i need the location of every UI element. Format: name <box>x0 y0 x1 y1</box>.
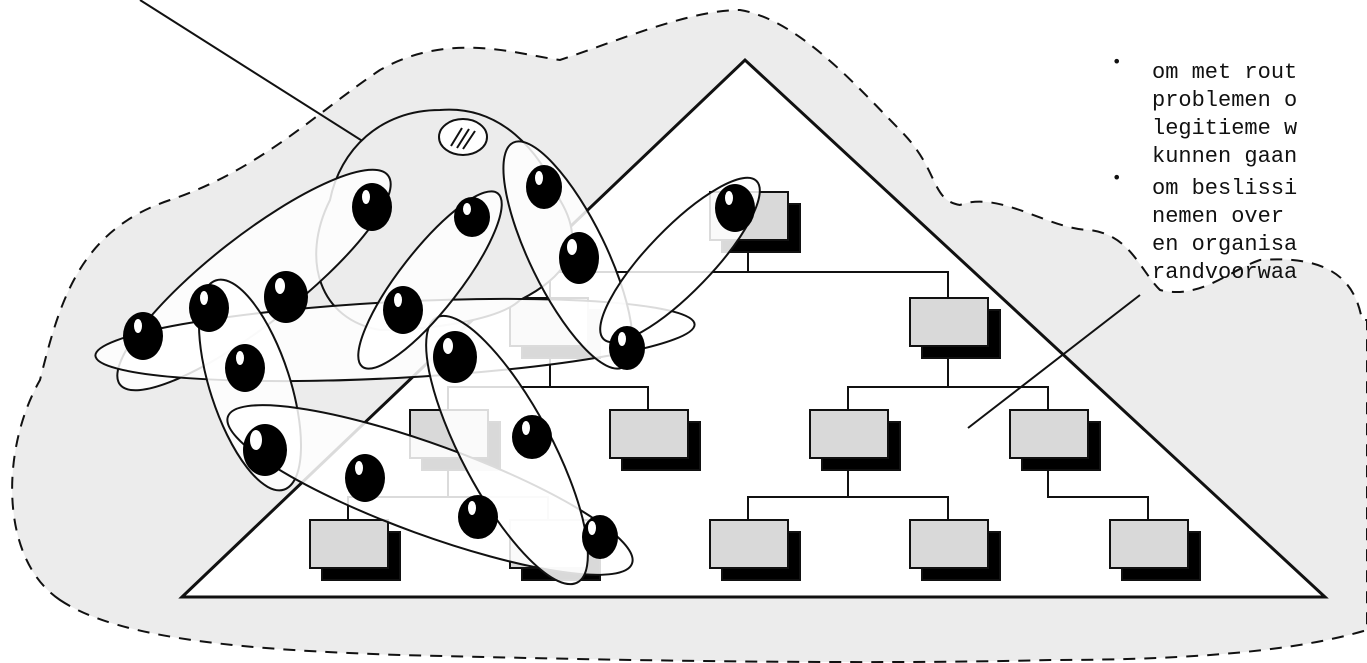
bullet-1-line-3: legitieme w <box>1152 116 1297 141</box>
org-box-l4-3 <box>709 519 801 581</box>
bullet-1-line-4: kunnen gaan <box>1152 144 1297 169</box>
bullet-list: • om met rout problemen o legitieme w ku… <box>1112 52 1297 285</box>
bullet-2-line-3: en organisa <box>1152 232 1297 257</box>
bullet-2-line-1: om beslissi <box>1152 176 1297 201</box>
pointer-line-right <box>967 294 1141 429</box>
org-box-l4-5 <box>1109 519 1201 581</box>
bullet-2-line-2: nemen over <box>1152 204 1284 229</box>
member-nodes <box>123 165 755 559</box>
bullet-glyph-2: • <box>1112 168 1121 187</box>
bullet-glyph-1: • <box>1112 52 1121 71</box>
org-box-l4-4 <box>909 519 1001 581</box>
bullet-1-line-2: problemen o <box>1152 88 1297 113</box>
bullet-1-line-1: om met rout <box>1152 60 1297 85</box>
org-box-l3-2 <box>609 409 701 471</box>
org-box-l3-4 <box>1009 409 1101 471</box>
org-box-l3-3 <box>809 409 901 471</box>
hatched-oval-icon <box>438 118 488 156</box>
org-box-l2-right <box>909 297 1001 359</box>
org-box-l4-1 <box>309 519 401 581</box>
bullet-2-line-4: randvoorwaa <box>1152 260 1297 285</box>
